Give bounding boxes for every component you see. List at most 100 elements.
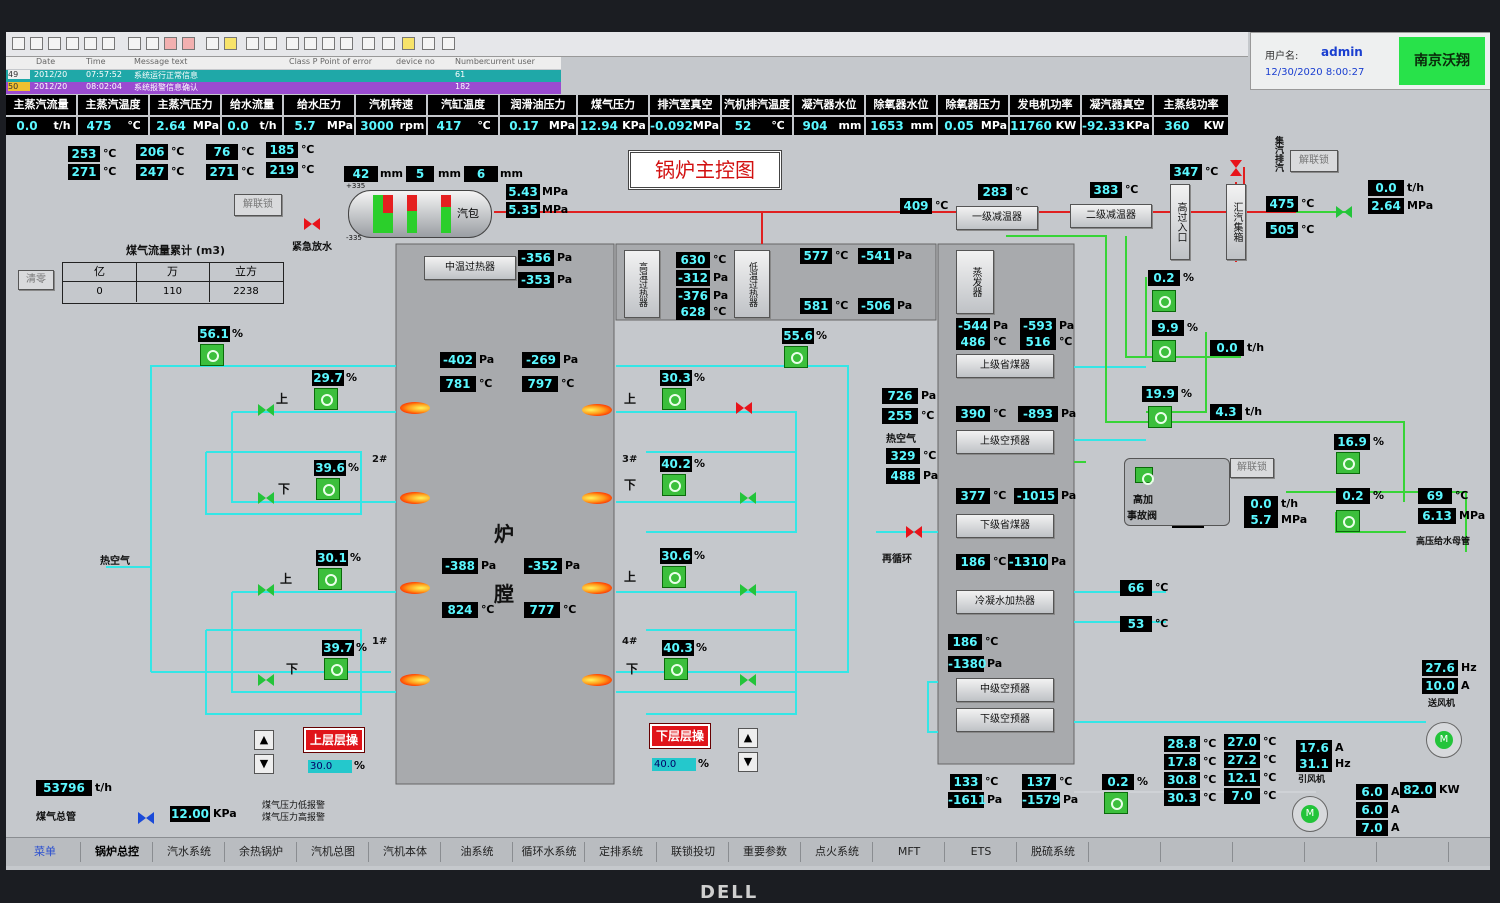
nav-item[interactable]: 锅炉总控	[82, 842, 153, 862]
upper-air-preheater[interactable]: 上级空预器	[956, 430, 1054, 454]
down-arrow-icon[interactable]: ▼	[254, 754, 274, 774]
burner-gas-valve[interactable]	[736, 402, 752, 414]
lock-icon[interactable]	[402, 37, 415, 50]
recirc-valve[interactable]	[906, 526, 922, 538]
unlink-button[interactable]: 解联锁	[1290, 150, 1338, 172]
nav-item[interactable]: MFT	[874, 842, 945, 862]
check-red-icon[interactable]	[164, 37, 177, 50]
blower-fan[interactable]: M	[1426, 722, 1462, 758]
sort-az-icon[interactable]	[422, 37, 435, 50]
damper-actuator-icon[interactable]	[662, 566, 686, 588]
copy-icon[interactable]	[362, 37, 375, 50]
damper-actuator-icon[interactable]	[662, 474, 686, 496]
burner-gas-valve[interactable]	[258, 674, 274, 686]
high-sh-inlet[interactable]: 高过入口	[1170, 184, 1190, 260]
lower-air-preheater[interactable]: 下级空预器	[956, 708, 1054, 732]
mid-temp-superheater[interactable]: 中温过热器	[424, 256, 516, 280]
damper-actuator-icon[interactable]	[324, 658, 348, 680]
low-temp-superheater[interactable]: 低温过热器	[734, 250, 770, 318]
new-icon[interactable]	[12, 37, 25, 50]
list-icon[interactable]	[66, 37, 79, 50]
upper-layer-button[interactable]: 上层层操	[303, 727, 365, 753]
filter-icon[interactable]	[84, 37, 97, 50]
first-desuperheater[interactable]: 一级减温器	[956, 206, 1038, 230]
pointer-icon[interactable]	[442, 37, 455, 50]
check-icon[interactable]	[128, 37, 141, 50]
mid-air-preheater[interactable]: 中级空预器	[956, 678, 1054, 702]
chart-icon[interactable]	[102, 37, 115, 50]
upper-economizer[interactable]: 上级省煤器	[956, 354, 1054, 378]
prev-icon[interactable]	[304, 37, 317, 50]
next-icon[interactable]	[322, 37, 335, 50]
emergency-drain-valve[interactable]	[304, 218, 320, 230]
feedwater-valve-actuator-icon[interactable]	[1336, 510, 1360, 532]
nav-item[interactable]: ETS	[946, 842, 1017, 862]
damper-actuator-icon[interactable]	[662, 388, 686, 410]
condensate-heater[interactable]: 冷凝水加热器	[956, 590, 1054, 614]
refresh-icon[interactable]	[48, 37, 61, 50]
reset-button[interactable]: 清零	[18, 270, 54, 290]
last-icon[interactable]	[340, 37, 353, 50]
nav-item[interactable]	[1090, 842, 1161, 862]
nav-item[interactable]: 汽水系统	[154, 842, 225, 862]
nav-item[interactable]: 定排系统	[586, 842, 657, 862]
burner-gas-valve[interactable]	[740, 674, 756, 686]
lower-layer-button[interactable]: 下层层操	[649, 723, 711, 749]
exhaust-valve[interactable]	[1230, 160, 1242, 176]
check-icon[interactable]	[146, 37, 159, 50]
feedwater-valve-actuator-icon[interactable]	[1152, 340, 1176, 362]
open-icon[interactable]	[30, 37, 43, 50]
feedwater-valve-actuator-icon[interactable]	[1148, 406, 1172, 428]
feedwater-valve-actuator-icon[interactable]	[1104, 792, 1128, 814]
lower-economizer[interactable]: 下级省煤器	[956, 514, 1054, 538]
steam-header[interactable]: 汇汽集箱	[1226, 184, 1246, 260]
damper-actuator-icon[interactable]	[318, 568, 342, 590]
steam-drum[interactable]: 汽包	[348, 190, 492, 238]
nav-item[interactable]: 菜单	[10, 842, 81, 862]
burner-gas-valve[interactable]	[740, 492, 756, 504]
nav-item[interactable]: 重要参数	[730, 842, 801, 862]
company-logo-button[interactable]: 南京沃翔	[1399, 37, 1485, 85]
copy-icon[interactable]	[382, 37, 395, 50]
burner-gas-valve[interactable]	[258, 584, 274, 596]
up-arrow-icon[interactable]: ▲	[254, 730, 274, 750]
nav-item[interactable]: 循环水系统	[514, 842, 585, 862]
high-temp-superheater[interactable]: 高温过热器	[624, 250, 660, 318]
nav-item[interactable]	[1234, 842, 1305, 862]
up-arrow-icon[interactable]: ▲	[738, 728, 758, 748]
sort-icon[interactable]	[206, 37, 219, 50]
nav-item[interactable]: 点火系统	[802, 842, 873, 862]
damper-actuator-icon[interactable]	[314, 388, 338, 410]
unlink-button[interactable]: 解联锁	[1230, 458, 1274, 478]
nav-item[interactable]: 汽机本体	[370, 842, 441, 862]
down-arrow-icon[interactable]: ▼	[738, 752, 758, 772]
damper-actuator-icon[interactable]	[784, 346, 808, 368]
nav-item[interactable]	[1306, 842, 1377, 862]
message-row[interactable]: 49 2012/20 07:57:52 系统运行正常信息 61	[6, 70, 561, 82]
gas-main-valve[interactable]	[138, 812, 154, 824]
nav-item[interactable]	[1378, 842, 1449, 862]
nav-item[interactable]: 汽机总图	[298, 842, 369, 862]
nav-item[interactable]: 脱硫系统	[1018, 842, 1089, 862]
evaporator[interactable]: 蒸发器	[956, 250, 994, 314]
nav-item[interactable]: 联锁投切	[658, 842, 729, 862]
feedwater-valve-actuator-icon[interactable]	[1152, 290, 1176, 312]
burner-gas-valve[interactable]	[258, 404, 274, 416]
alarm-icon[interactable]	[182, 37, 195, 50]
nav-item[interactable]: 余热锅炉	[226, 842, 297, 862]
feedwater-valve-actuator-icon[interactable]	[1336, 452, 1360, 474]
damper-actuator-icon[interactable]	[316, 478, 340, 500]
message-row[interactable]: 50 2012/20 08:02:04 系统报警信息确认 182	[6, 82, 561, 94]
print-icon[interactable]	[246, 37, 259, 50]
select-icon[interactable]	[264, 37, 277, 50]
damper-actuator-icon[interactable]	[664, 658, 688, 680]
burner-gas-valve[interactable]	[740, 584, 756, 596]
main-steam-valve[interactable]	[1336, 206, 1352, 218]
damper-actuator-icon[interactable]	[200, 344, 224, 366]
burner-gas-valve[interactable]	[258, 492, 274, 504]
induced-fan[interactable]: M	[1292, 796, 1328, 832]
first-icon[interactable]	[286, 37, 299, 50]
pen-icon[interactable]	[224, 37, 237, 50]
nav-item[interactable]: 油系统	[442, 842, 513, 862]
unlink-button[interactable]: 解联锁	[234, 194, 282, 216]
